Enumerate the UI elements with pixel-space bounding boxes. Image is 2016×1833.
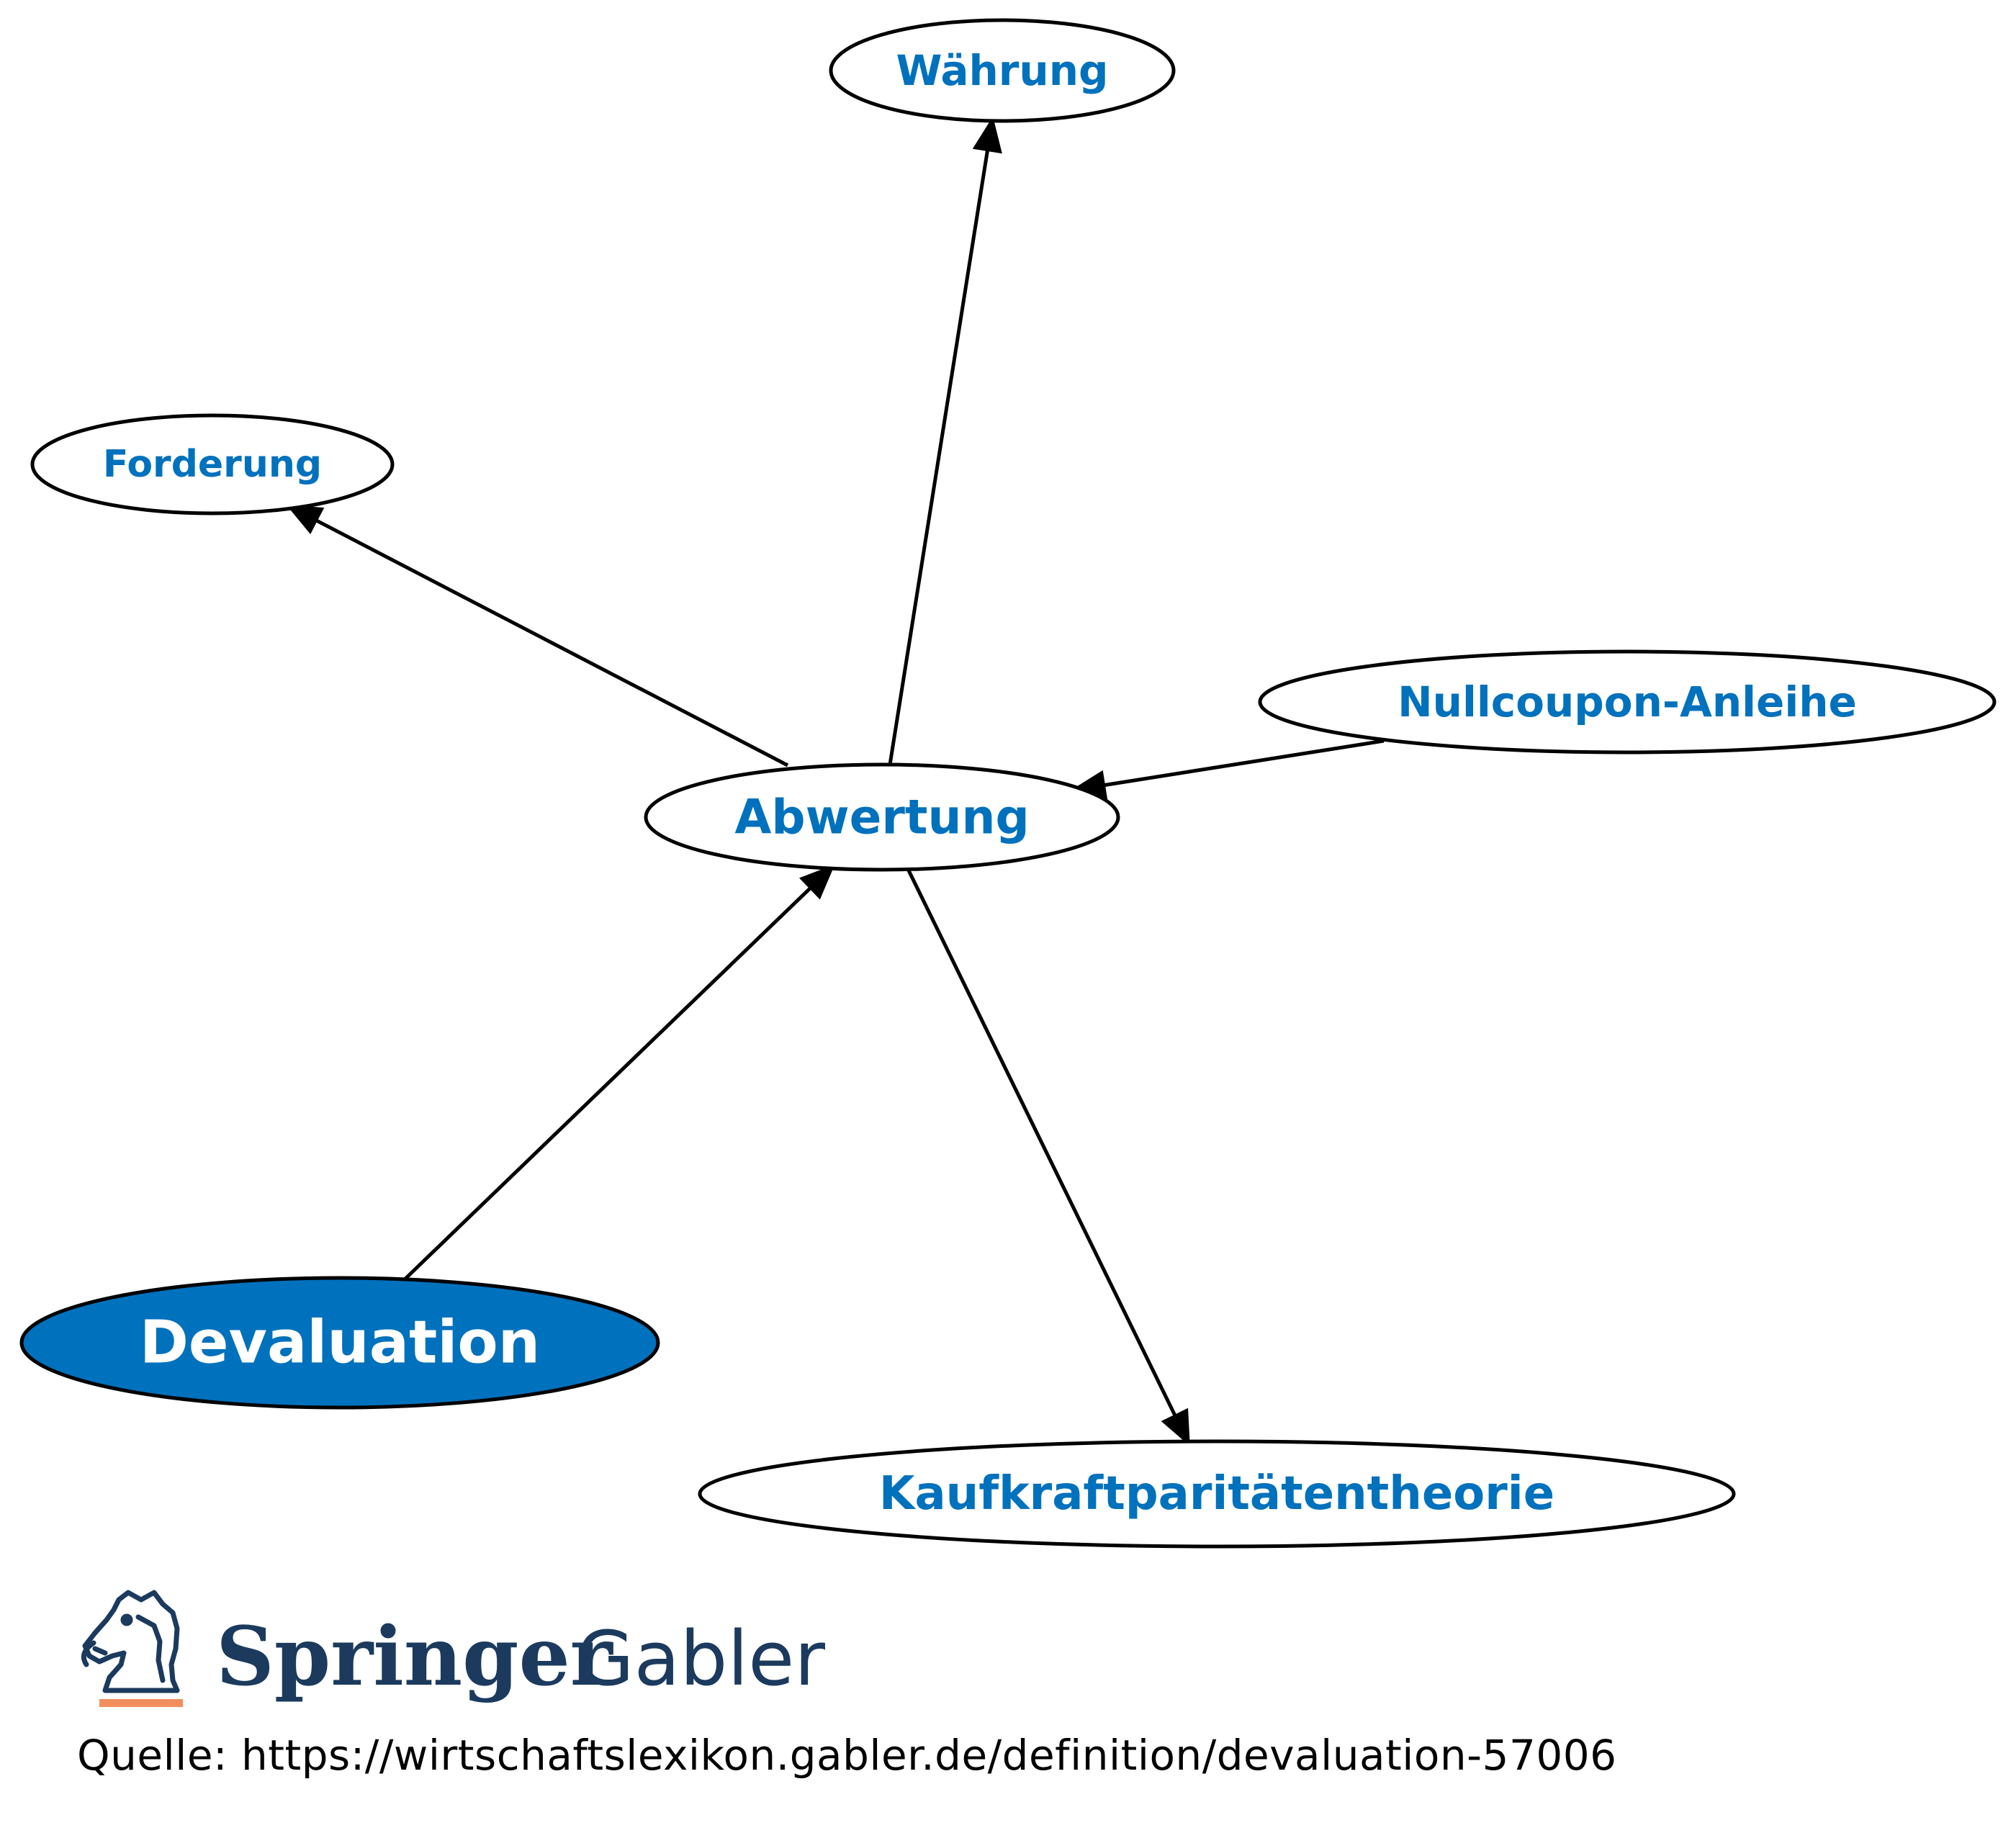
edge-abwertung-to-forderung	[286, 505, 789, 767]
arrowhead-icon	[972, 116, 1002, 154]
springer-gabler-logo: Springer Gabler	[81, 1590, 825, 1707]
node-devaluation[interactable]: Devaluation	[19, 1276, 660, 1410]
node-label: Forderung	[103, 443, 322, 486]
edge-devaluation-to-abwertung	[403, 864, 835, 1281]
logo-imprint-text: Gabler	[576, 1615, 825, 1703]
edge-line	[315, 518, 789, 767]
node-abwertung[interactable]: Abwertung	[644, 762, 1120, 872]
node-kaufkraft[interactable]: Kaufkraftparitätentheorie	[698, 1439, 1736, 1549]
edge-abwertung-to-kaufkraft	[906, 869, 1190, 1446]
edge-line	[906, 869, 1177, 1418]
edge-abwertung-to-waehrung	[888, 116, 1002, 765]
nodes-layer: WährungForderungNullcoupon-AnleiheAbwert…	[19, 18, 1997, 1549]
edge-line	[403, 886, 812, 1281]
edge-nullcoupon-to-abwertung	[1070, 739, 1385, 800]
edge-line	[888, 149, 990, 765]
node-label: Abwertung	[734, 790, 1029, 845]
edge-line	[1103, 739, 1385, 788]
arrowhead-icon	[798, 864, 835, 900]
node-ellipse	[698, 1439, 1736, 1549]
node-forderung[interactable]: Forderung	[30, 413, 395, 515]
node-waehrung[interactable]: Währung	[829, 18, 1176, 123]
arrowhead-icon	[286, 505, 325, 535]
node-label: Kaufkraftparitätentheorie	[879, 1467, 1554, 1521]
node-ellipse	[1258, 649, 1997, 755]
node-label: Devaluation	[140, 1309, 540, 1377]
knight-chess-piece-icon	[81, 1590, 180, 1693]
node-ellipse	[644, 762, 1120, 872]
node-label: Nullcoupon-Anleihe	[1398, 677, 1857, 726]
edges-layer	[286, 116, 1385, 1446]
node-ellipse	[829, 18, 1176, 123]
arrowhead-icon	[1161, 1408, 1190, 1446]
node-ellipse	[30, 413, 395, 515]
node-label: Währung	[896, 46, 1108, 95]
node-nullcoupon[interactable]: Nullcoupon-Anleihe	[1258, 649, 1997, 755]
logo-brand-text: Springer	[216, 1610, 614, 1704]
logo-underline	[99, 1699, 183, 1707]
source-attribution: Quelle: https://wirtschaftslexikon.gable…	[77, 1731, 1617, 1780]
node-ellipse	[19, 1276, 660, 1410]
